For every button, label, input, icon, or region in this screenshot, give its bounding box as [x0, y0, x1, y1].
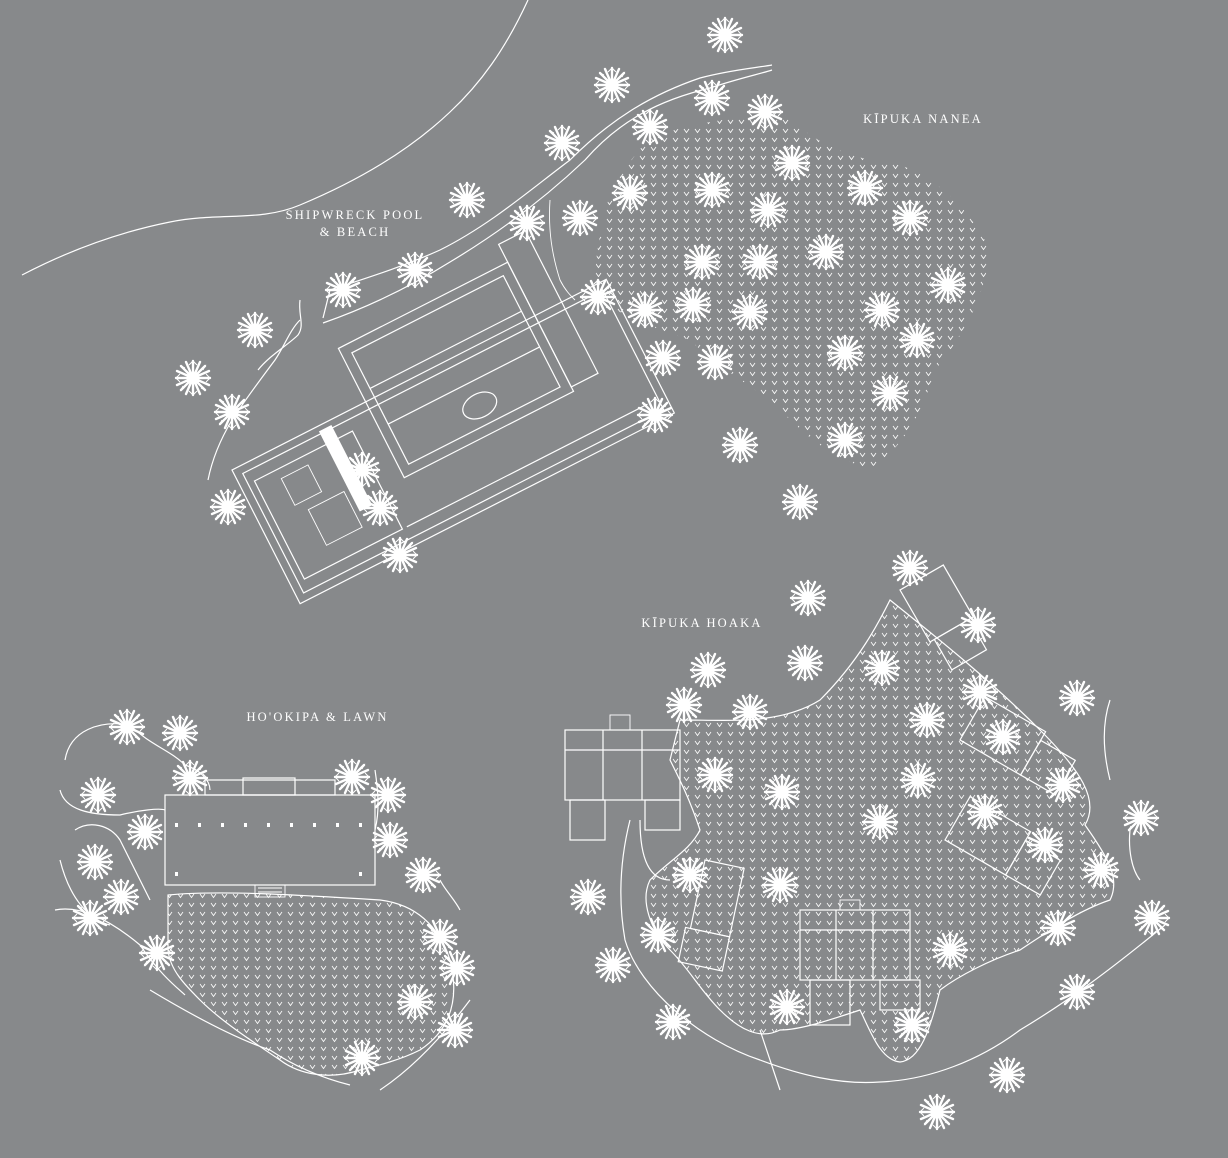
hookipa-lawn	[167, 892, 455, 1076]
coastline	[21, 0, 529, 276]
kipuka-nanea-lawn	[595, 110, 990, 468]
hookipa-building	[164, 777, 376, 898]
label-shipwreck-line2: & BEACH	[319, 225, 391, 239]
label-shipwreck-line1: SHIPWRECK POOL	[285, 208, 425, 222]
hoaka-paths	[620, 699, 1166, 1091]
shipwreck-pool-building	[231, 229, 676, 605]
hoaka-cottages	[564, 564, 1077, 1026]
label-shipwreck-pool: SHIPWRECK POOL & BEACH	[270, 207, 440, 241]
label-hookipa-lawn: HO'OKIPA & LAWN	[246, 710, 389, 724]
label-kipuka-hoaka: KĪPUKA HOAKA	[641, 616, 763, 630]
label-kipuka-nanea: KĪPUKA NANEA	[863, 112, 983, 126]
